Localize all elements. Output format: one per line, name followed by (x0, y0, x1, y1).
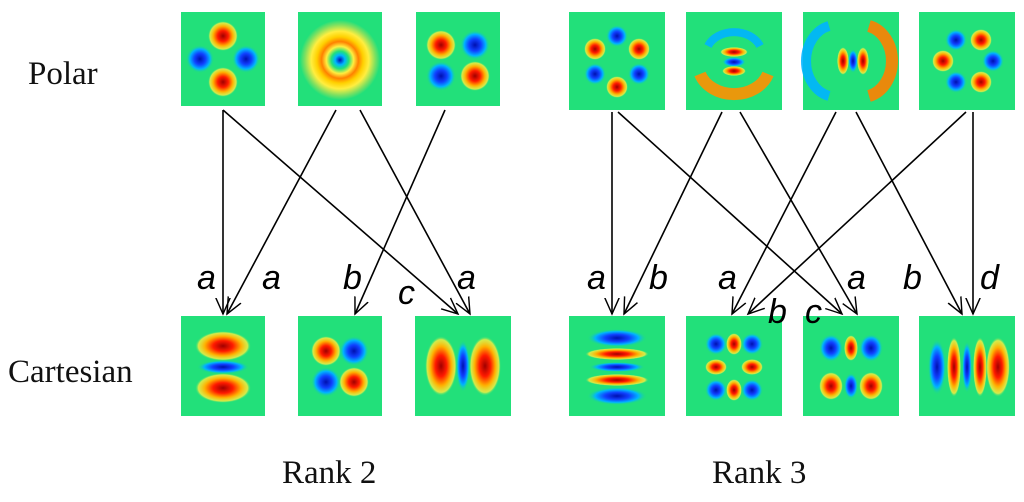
polar-row-label: Polar (28, 56, 98, 92)
polar-tile-2 (298, 12, 382, 106)
arrow-layer (222, 109, 973, 314)
edge-label-p7-c7: d (980, 259, 1000, 297)
polar-tile-6 (801, 12, 899, 110)
edge-label-p1-c1: a (197, 259, 216, 297)
cartesian-tile-2 (298, 316, 382, 416)
arrow-p3-c2 (355, 109, 446, 314)
edge-label-p1-c3: c (398, 274, 415, 312)
cartesian-tile-6 (803, 316, 899, 416)
edge-label-p6-c5: a (718, 259, 737, 297)
edge-label-p7-c5: b (768, 293, 787, 331)
polar-tile-7 (919, 12, 1015, 110)
cartesian-tile-3 (415, 316, 511, 416)
cartesian-tile-1 (181, 316, 265, 416)
rank-2-label: Rank 2 (282, 455, 377, 491)
arrow-p6-c7 (855, 111, 962, 314)
rank-3-label: Rank 3 (712, 455, 807, 491)
polar-tile-1 (181, 12, 265, 106)
cartesian-row-label: Cartesian (8, 354, 133, 390)
edge-label-p6-c7: b (903, 259, 922, 297)
edge-label-p5-c4: b (649, 259, 668, 297)
arrow-p2-c1 (227, 109, 337, 314)
edge-label-layer: a a b c a a b a b c a b d (197, 259, 1000, 331)
polar-tile-5 (686, 12, 782, 110)
edge-label-p3-c2: b (343, 259, 362, 297)
arrow-p4-c6 (617, 111, 842, 314)
arrow-p6-c5 (732, 111, 837, 314)
cartesian-tile-4 (569, 316, 665, 416)
edge-label-p2-c3: a (457, 259, 476, 297)
cartesian-tile-5 (686, 316, 782, 416)
arrow-p1-c3 (222, 109, 458, 314)
arrow-p5-c6 (739, 111, 857, 314)
edge-label-p5-c6: a (847, 259, 866, 297)
cartesian-tile-7 (919, 316, 1015, 416)
arrow-p7-c5 (748, 111, 967, 314)
edge-label-p4-c6: c (805, 293, 822, 331)
arrow-p2-c3 (359, 109, 470, 314)
arrow-p5-c4 (624, 111, 723, 314)
edge-label-p2-c1: a (262, 259, 281, 297)
polar-tile-4 (569, 12, 665, 110)
edge-label-p4-c4: a (587, 259, 606, 297)
polar-tile-3 (416, 12, 500, 106)
